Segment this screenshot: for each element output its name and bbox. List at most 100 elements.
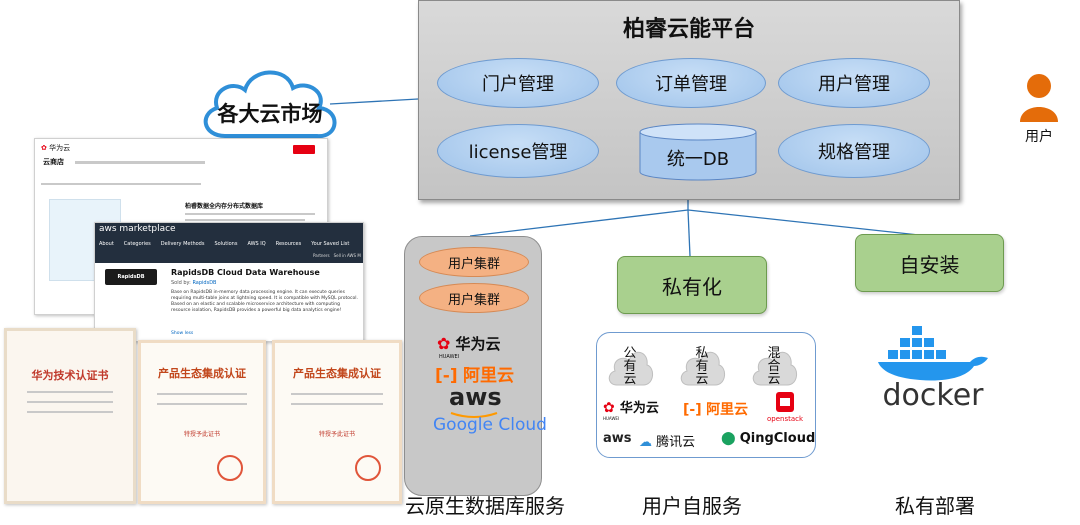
ss-huawei-logo: ✿ 华为云 HUAWEI [603, 397, 659, 421]
ecosystem-certificate-2: 产品生态集成认证 特授予此证书 [272, 340, 402, 504]
aws-header: aws marketplace About Categories Deliver… [95, 223, 363, 263]
huawei-cert-title: 华为技术认证书 [31, 369, 109, 382]
private-cloud-badge: 私有云 [677, 343, 727, 389]
cloud-market-label: 各大云市场 [217, 102, 323, 126]
platform-title: 柏睿云能平台 [622, 17, 755, 42]
huawei-logo-en: HUAWEI [439, 354, 460, 360]
aliyun-logo: [-] 阿里云 [435, 361, 514, 386]
self-service-panel: 公有云 私有云 混合云 ✿ 华为云 HUAWEI [-] 阿里云 opensta… [596, 332, 816, 458]
ss-aliyun-logo: [-] 阿里云 [683, 399, 748, 419]
huawei-certificate: 华为技术认证书 [4, 328, 136, 504]
openstack-text: openstack [766, 415, 804, 423]
user-icon [1020, 74, 1058, 122]
user: 用户 [1014, 72, 1064, 152]
private-cloud-icon [680, 351, 725, 386]
breadcrumb-line [41, 183, 201, 185]
platform-to-private-line [687, 209, 691, 257]
aws-sell-link[interactable]: Sell in AWS M [333, 253, 361, 258]
ss-huawei-flower-icon: ✿ [603, 400, 615, 416]
aws-nav-iq[interactable]: AWS IQ [247, 241, 266, 247]
huawei-logo-text: 华为云 [455, 335, 501, 353]
private-deploy-label: 私有部署 [895, 494, 975, 518]
ss-huawei-text: 华为云 [619, 401, 659, 416]
cert3-line-2 [291, 403, 383, 405]
huawei-logo: ✿ 华为云 HUAWEI [437, 333, 501, 360]
aws-marketplace-logo: aws marketplace [99, 224, 176, 234]
cert1-line-2 [27, 401, 113, 403]
cert2-seal-icon [217, 455, 243, 481]
cert2-line-2 [157, 403, 247, 405]
module-order: 订单管理 [616, 58, 766, 108]
hybrid-cloud-badge: 混合云 [749, 343, 799, 389]
cert1-line-1 [27, 391, 113, 393]
module-license: license管理 [437, 124, 599, 178]
module-user: 用户管理 [778, 58, 930, 108]
private-cloud-label: 私有云 [695, 346, 709, 387]
aws-smile-icon [450, 412, 498, 418]
cloud-icon [203, 70, 337, 139]
unified-db: 统一DB [639, 123, 757, 181]
cert3-title: 产品生态集成认证 [293, 367, 381, 380]
cloud-native-label: 云原生数据库服务 [405, 494, 565, 518]
product-desc-line-2 [185, 219, 305, 221]
google-cloud-logo: Google Cloud [433, 415, 547, 435]
db-cylinder-icon [639, 123, 757, 181]
docker-logo: docker [868, 320, 998, 416]
ecosystem-certificate-1: 产品生态集成认证 特授予此证书 [138, 340, 266, 504]
aws-nav-about[interactable]: About [99, 241, 114, 247]
aws-saved-list[interactable]: Your Saved List [311, 241, 350, 247]
platform-to-selfinstall-line [687, 209, 929, 237]
huawei-small-logo-icon: ✿ [41, 144, 47, 152]
aws-product-title: RapidsDB Cloud Data Warehouse [171, 268, 320, 277]
hybrid-cloud-label: 混合云 [767, 346, 781, 387]
aliyun-logo-text: 阿里云 [463, 366, 515, 386]
huawei-store-brand: ✿ 华为云 [41, 144, 71, 152]
user-label: 用户 [1025, 129, 1053, 145]
product-desc-line-1 [185, 213, 315, 215]
huawei-flower-icon: ✿ [437, 334, 451, 353]
public-cloud-badge: 公有云 [605, 343, 655, 389]
cert3-seal-icon [355, 455, 381, 481]
rapidsdb-badge: RapidsDB [105, 269, 157, 285]
aws-partners-link[interactable]: Partners [313, 253, 330, 258]
ss-huawei-en: HUAWEI [603, 416, 620, 421]
qingcloud-icon: ⬤ [721, 431, 736, 446]
module-portal: 门户管理 [437, 58, 599, 108]
ss-aws-logo: aws [603, 431, 632, 446]
aws-nav: About Categories Delivery Methods Soluti… [99, 241, 349, 247]
ss-tencent-text: 腾讯云 [656, 435, 696, 450]
aws-nav-delivery[interactable]: Delivery Methods [160, 241, 205, 247]
aws-subnav: Partners Sell in AWS M [313, 253, 361, 258]
ss-qingcloud-logo: ⬤ QingCloud [721, 431, 815, 446]
huawei-store-name: 云商店 [43, 158, 64, 166]
public-cloud-icon [608, 351, 653, 386]
platform-to-cloud-native-line [469, 209, 689, 237]
cert2-badge: 特授予此证书 [183, 431, 220, 438]
ss-openstack-logo: openstack [763, 391, 807, 427]
aws-sold-by: Sold by: RapidsDB [171, 280, 217, 286]
ss-aliyun-bracket-icon: [-] [683, 402, 702, 418]
aws-nav-resources[interactable]: Resources [275, 241, 302, 247]
cluster-pill-1: 用户集群 [419, 247, 529, 277]
openstack-icon [776, 392, 794, 412]
cloud-to-platform-line [329, 98, 419, 105]
cert2-line-1 [157, 393, 247, 395]
cert1-line-3 [27, 411, 113, 413]
aliyun-bracket-icon: [-] [435, 366, 458, 386]
module-spec: 规格管理 [778, 124, 930, 178]
docker-text: docker [882, 378, 984, 413]
aws-marketplace-screenshot: aws marketplace About Categories Deliver… [94, 222, 364, 342]
aws-nav-categories[interactable]: Categories [123, 241, 151, 247]
aws-product-description: Base on RapidsDB in-memory data processi… [171, 290, 358, 313]
private-box: 私有化 [617, 256, 767, 314]
hybrid-cloud-icon [752, 351, 797, 386]
aws-nav-solutions[interactable]: Solutions [214, 241, 238, 247]
aws-sold-by-link[interactable]: RapidsDB [192, 280, 217, 286]
platform-box: 柏睿云能平台 门户管理 订单管理 用户管理 license管理 规格管理 统一D… [418, 0, 960, 200]
self-install-box: 自安装 [855, 234, 1004, 292]
login-button[interactable] [293, 145, 315, 154]
public-cloud-label: 公有云 [623, 346, 637, 387]
ss-tencent-logo: ☁ 腾讯云 [639, 431, 695, 450]
db-label: 统一DB [666, 149, 730, 170]
aws-show-less-link[interactable]: Show less [171, 331, 194, 336]
